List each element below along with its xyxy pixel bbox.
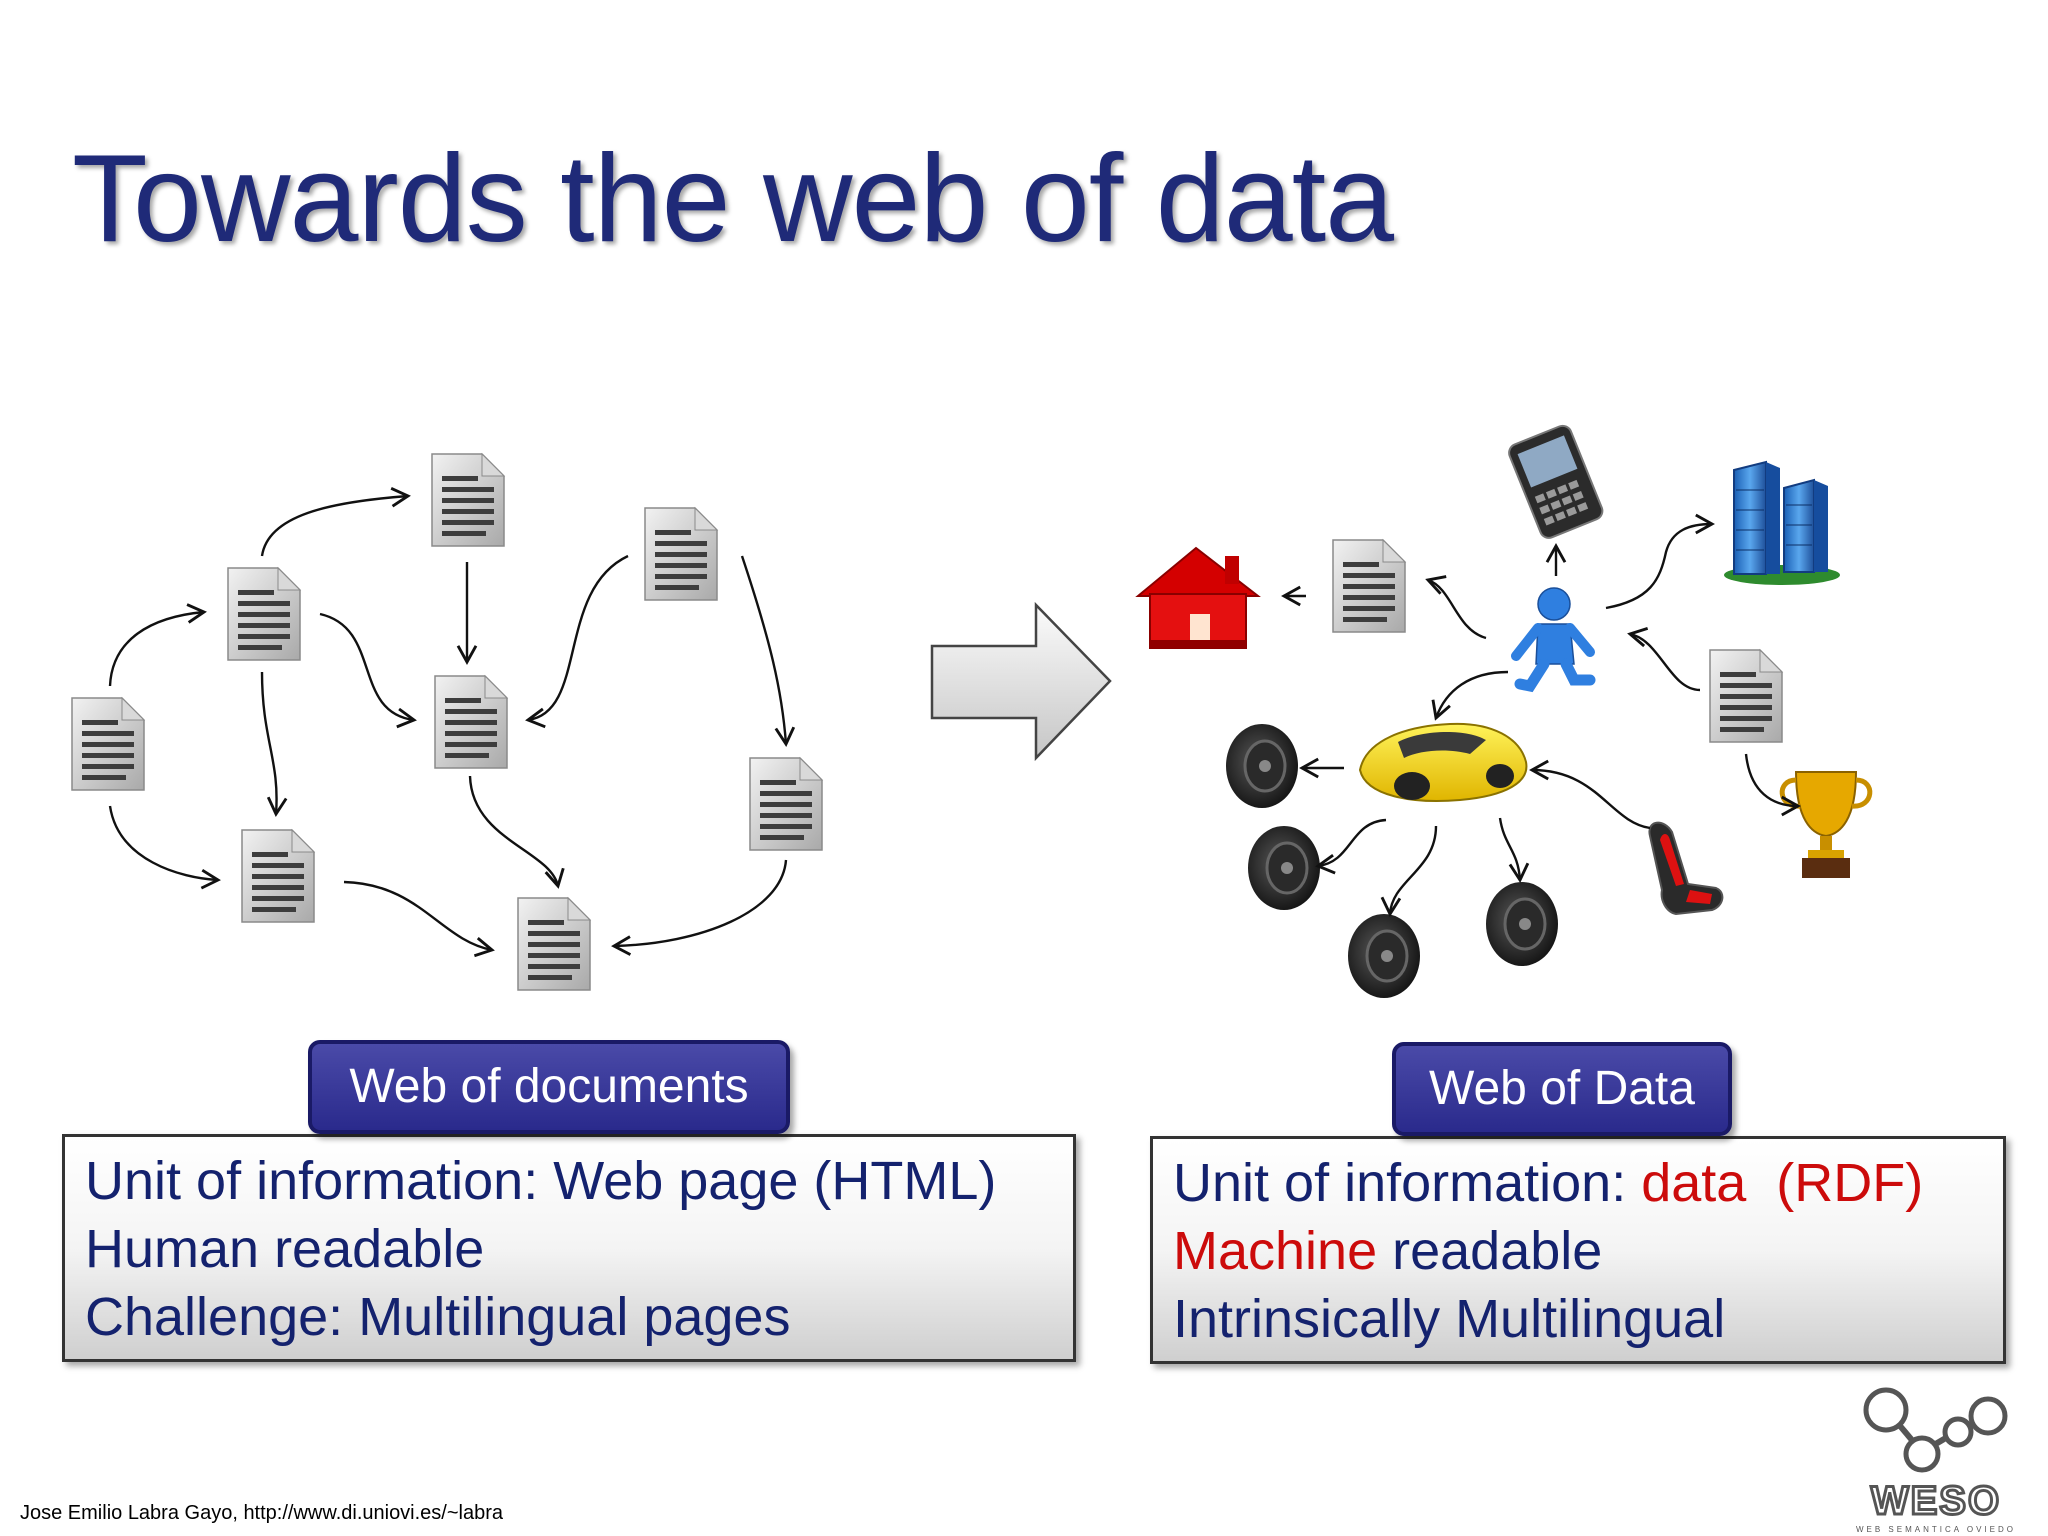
data-network [1135, 424, 1873, 1000]
web-of-data-caption: Web of Data [1392, 1042, 1732, 1136]
seat-icon [1648, 821, 1724, 916]
right-info-line-1: Unit of information: data (RDF) [1173, 1149, 2003, 1217]
logo-text: WESO [1871, 1479, 2001, 1523]
right-info-line-3: Intrinsically Multilingual [1173, 1289, 1726, 1349]
document-icon [1709, 649, 1783, 743]
machine-word: Machine [1173, 1221, 1378, 1281]
document-icon [749, 757, 823, 851]
person-icon [1511, 587, 1596, 693]
left-info-line-1: Unit of information: Web page (HTML) [85, 1151, 997, 1211]
wheel-icon [1484, 880, 1560, 968]
document-network [71, 453, 823, 991]
left-info-line-2: Human readable [85, 1219, 485, 1279]
wheel-icon [1224, 722, 1300, 810]
web-of-documents-caption: Web of documents [308, 1040, 790, 1134]
phone-icon [1508, 424, 1604, 539]
left-info-line-3: Challenge: Multilingual pages [85, 1287, 791, 1347]
house-icon [1135, 546, 1261, 649]
big-arrow-icon [930, 601, 1112, 762]
left-info-box: Unit of information: Web page (HTML) Hum… [62, 1134, 1076, 1362]
footer-credit: Jose Emilio Labra Gayo, http://www.di.un… [20, 1502, 504, 1524]
building-icon [1724, 460, 1840, 585]
document-icon [431, 453, 505, 547]
document-icon [434, 675, 508, 769]
document-icon [644, 507, 718, 601]
document-icon [227, 567, 301, 661]
trophy-icon [1779, 771, 1873, 878]
wheel-icon [1346, 912, 1422, 1000]
slide-title: Towards the web of data [72, 130, 1394, 268]
document-icon [1332, 539, 1406, 633]
document-icon [71, 697, 145, 791]
right-info-box: Unit of information: data (RDF) Machine … [1150, 1136, 2006, 1364]
logo-subtext: WEB SEMANTICA OVIEDO [1856, 1525, 2016, 1534]
unit-label: Unit of information: [1173, 1153, 1642, 1213]
wheel-icon [1246, 824, 1322, 912]
unit-value: data (RDF) [1641, 1153, 1924, 1213]
document-icon [241, 829, 315, 923]
right-info-line-2: Machine readable [1173, 1217, 2003, 1285]
car-icon [1358, 722, 1528, 802]
readable-word: readable [1377, 1221, 1603, 1281]
weso-logo: WESO WEB SEMANTICA OVIEDO [1856, 1387, 2016, 1534]
document-icon [517, 897, 591, 991]
